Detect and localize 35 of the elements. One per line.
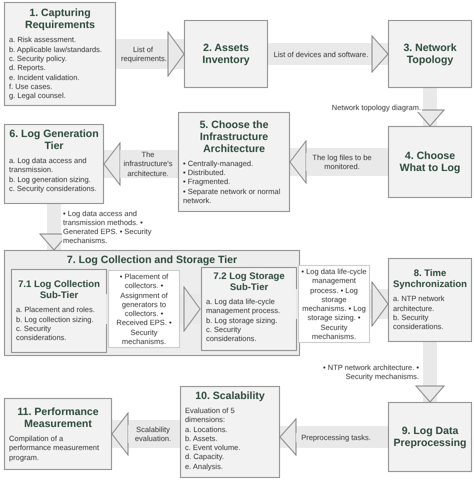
process-box (388, 126, 472, 198)
box-title: 3. Network Topology (402, 42, 458, 66)
block-arrow (416, 88, 444, 126)
block-arrow (112, 412, 180, 456)
block-arrow (290, 140, 388, 184)
box-title: 11. Performance Measurement (16, 406, 100, 430)
block-arrow (296, 282, 388, 326)
process-box (201, 267, 297, 351)
process-box (4, 124, 104, 204)
process-box (178, 112, 290, 212)
box-title: 5. Choose the Infrastructure Architecture (198, 118, 270, 155)
block-arrow (280, 418, 388, 456)
process-box (388, 20, 472, 88)
box-title: 1. Capturing Requirements (24, 7, 96, 32)
box-title: 2. Assets Inventory (201, 42, 251, 66)
box-title: 6. Log Generation Tier (9, 128, 99, 152)
process-box (388, 402, 472, 472)
box-title: 10. Scalability (194, 390, 266, 402)
process-box (11, 269, 107, 353)
block-arrow (106, 286, 200, 332)
process-box (184, 20, 268, 88)
block-arrow (104, 142, 178, 186)
box-title: 8. Time Synchronization (393, 268, 467, 290)
block-arrow (268, 36, 388, 72)
box-title: 7. Log Collection and Storage Tier (66, 254, 238, 266)
block-arrow (416, 342, 444, 402)
process-box (4, 2, 116, 106)
block-arrow (116, 32, 184, 76)
box-title: 4. Choose What to Log (398, 150, 462, 174)
process-box (388, 258, 472, 342)
process-box (180, 386, 280, 478)
box-title: 9. Log Data Preprocessing (393, 425, 467, 449)
process-box (4, 398, 112, 470)
box-title: 7.2 Log Storage Sub-Tier (212, 271, 286, 293)
box-title: 7.1 Log Collection Sub-Tier (17, 279, 101, 302)
